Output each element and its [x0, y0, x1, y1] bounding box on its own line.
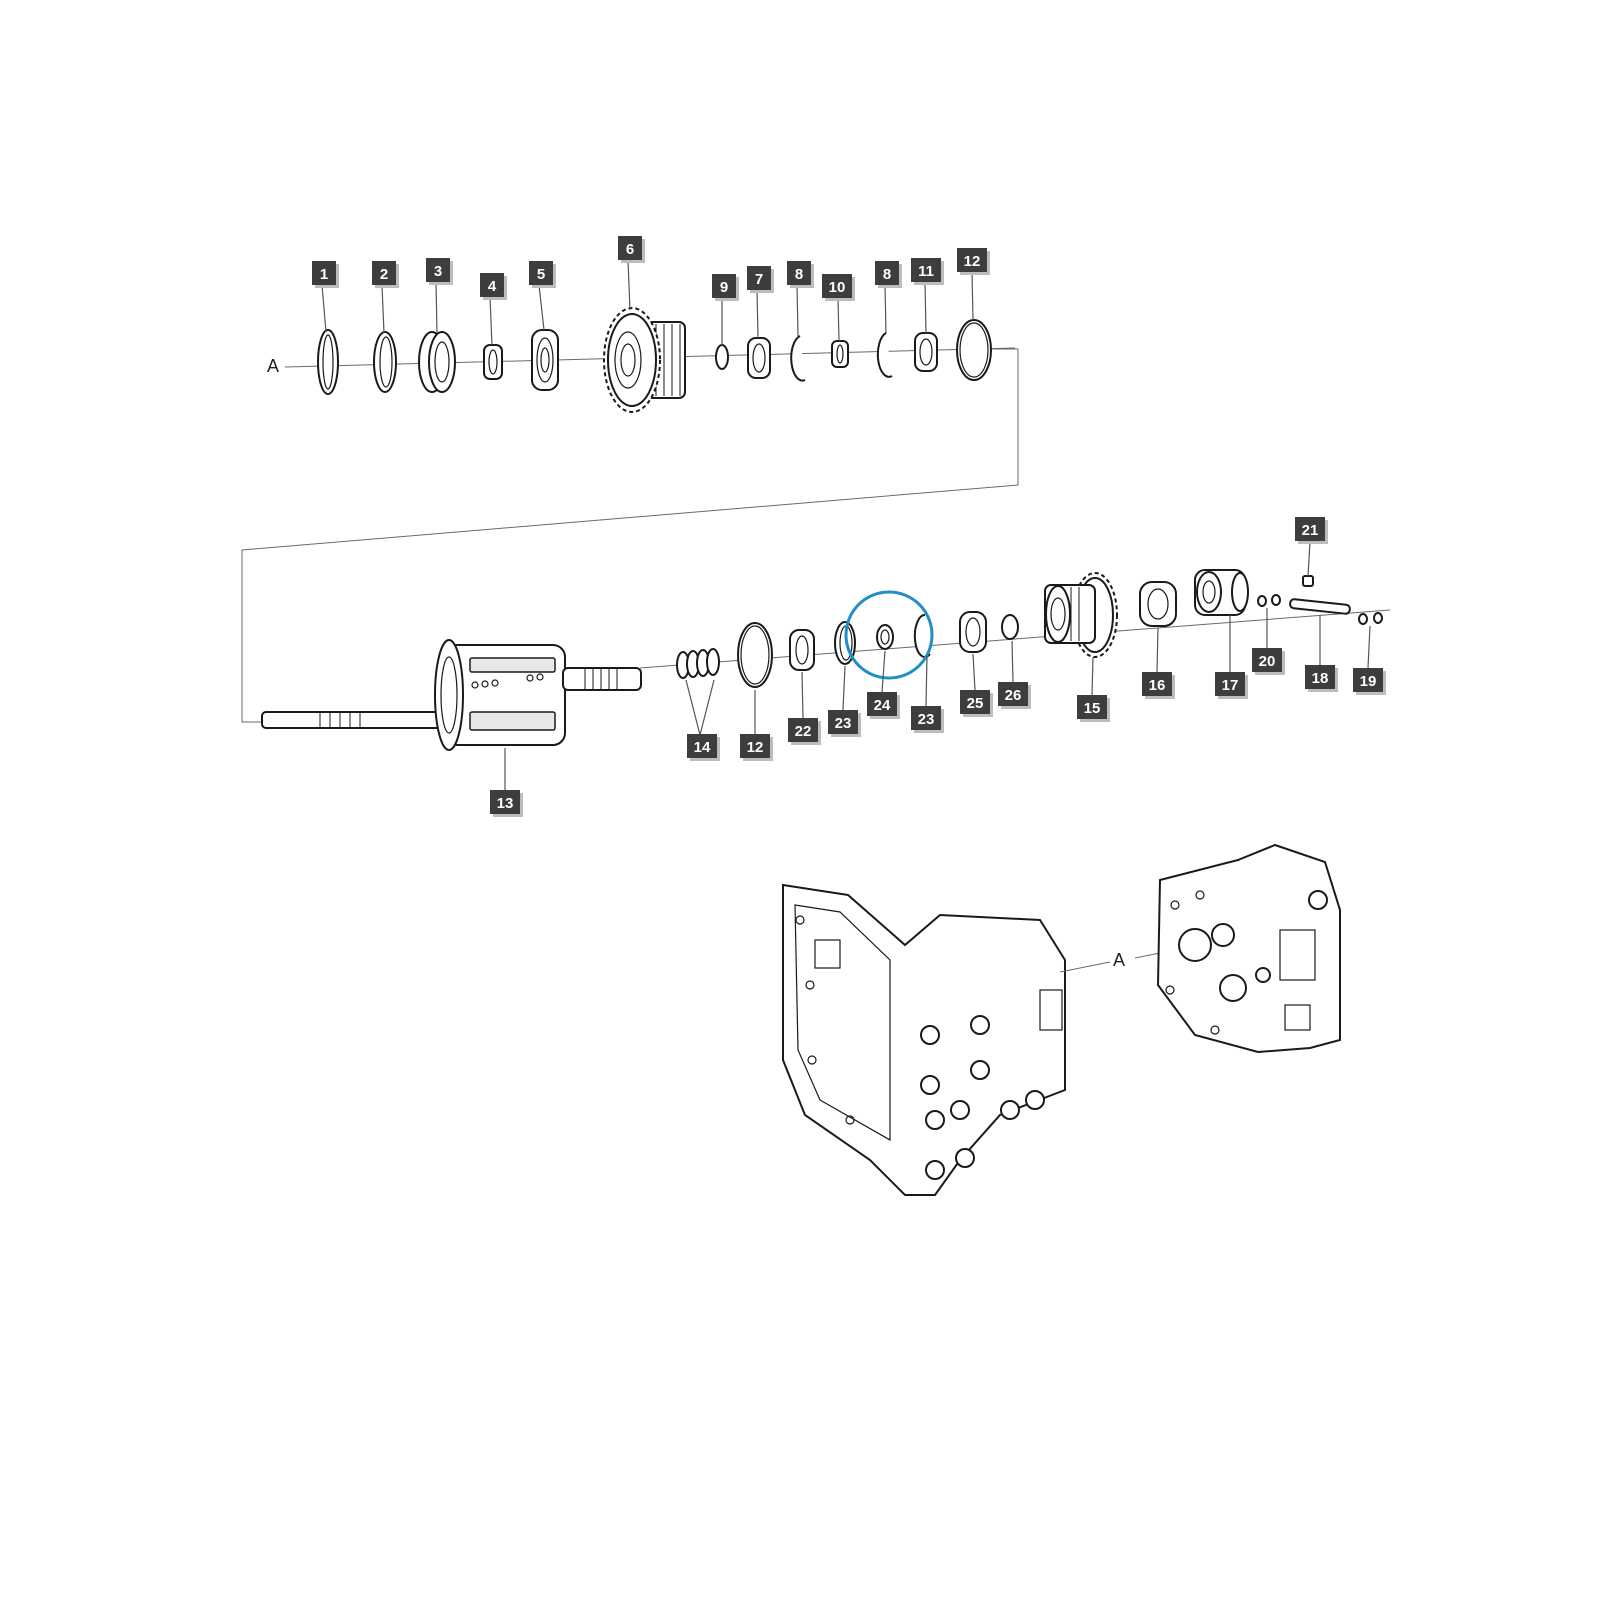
callout-1: 1	[312, 261, 339, 288]
callout-9: 9	[712, 274, 739, 301]
svg-text:25: 25	[967, 695, 984, 712]
part-12-o-ring-middle	[737, 622, 773, 688]
callout-20: 20	[1252, 648, 1285, 675]
svg-text:4: 4	[488, 278, 497, 295]
callout-3: 3	[426, 258, 453, 285]
callout-10: 10	[822, 274, 855, 301]
svg-text:7: 7	[755, 271, 763, 288]
svg-text:1: 1	[320, 266, 328, 283]
callout-22: 22	[788, 718, 821, 745]
svg-text:23: 23	[835, 715, 852, 732]
part-20-small-rings	[1257, 594, 1281, 607]
rear-housing	[1156, 843, 1341, 1054]
highlight-circle	[844, 590, 934, 680]
part-19-small-rings	[1358, 612, 1383, 625]
part-6-gear	[603, 307, 686, 413]
callout-5: 5	[529, 261, 556, 288]
callout-2: 2	[372, 261, 399, 288]
part-12-o-ring-top	[956, 319, 992, 381]
svg-text:15: 15	[1084, 700, 1101, 717]
svg-text:2: 2	[380, 266, 388, 283]
svg-text:8: 8	[795, 266, 803, 283]
part-4-bushing	[483, 344, 503, 380]
svg-text:24: 24	[874, 697, 891, 714]
svg-text:26: 26	[1005, 687, 1022, 704]
callout-8-b: 8	[875, 261, 902, 288]
part-13-clutch-shaft	[261, 639, 642, 751]
svg-text:12: 12	[747, 739, 764, 756]
svg-text:13: 13	[497, 795, 514, 812]
part-7-bearing	[747, 337, 771, 379]
callout-14: 14	[687, 734, 720, 761]
callout-24: 24	[867, 692, 900, 719]
callout-12-b: 12	[740, 734, 773, 761]
part-14-seal-rings	[676, 648, 720, 679]
middle-row-assembly	[261, 569, 1391, 751]
part-5-bearing	[531, 329, 559, 391]
part-24-spacer	[876, 624, 894, 650]
callout-8-a: 8	[787, 261, 814, 288]
svg-text:18: 18	[1312, 670, 1329, 687]
part-25-bearing	[959, 611, 987, 653]
callout-16: 16	[1142, 672, 1175, 699]
callout-13: 13	[490, 790, 523, 817]
callout-26: 26	[998, 682, 1031, 709]
svg-text:23: 23	[918, 711, 935, 728]
svg-text:12: 12	[964, 253, 981, 270]
callout-7: 7	[747, 266, 774, 293]
svg-text:11: 11	[918, 263, 934, 280]
part-16-bearing	[1139, 581, 1177, 627]
reference-mark-a-top: A	[267, 356, 279, 376]
callout-4: 4	[480, 273, 507, 300]
svg-text:17: 17	[1222, 677, 1239, 694]
callout-6: 6	[618, 236, 645, 263]
svg-text:21: 21	[1302, 522, 1319, 539]
callout-17: 17	[1215, 672, 1248, 699]
callout-21: 21	[1295, 517, 1328, 544]
callout-12-a: 12	[957, 248, 990, 275]
svg-text:22: 22	[795, 723, 812, 740]
svg-text:20: 20	[1259, 653, 1276, 670]
svg-text:8: 8	[883, 266, 891, 283]
part-1-snap-ring	[317, 329, 339, 395]
svg-text:6: 6	[626, 241, 634, 258]
assembly-connector-line	[241, 348, 1019, 723]
transmission-housing: A	[782, 843, 1341, 1196]
callout-18: 18	[1305, 665, 1338, 692]
part-11-bearing	[914, 332, 938, 372]
front-housing	[782, 883, 1066, 1196]
part-9-small-ring	[715, 344, 729, 370]
svg-text:3: 3	[434, 263, 442, 280]
callout-19: 19	[1353, 668, 1386, 695]
part-8-snap-ring-b	[876, 332, 893, 378]
svg-text:19: 19	[1360, 673, 1377, 690]
part-15-gear	[1044, 572, 1118, 658]
svg-text:5: 5	[537, 266, 545, 283]
callout-23-a: 23	[828, 710, 861, 737]
part-3-bearing	[418, 331, 456, 393]
callout-11: 11	[911, 258, 944, 285]
callout-25: 25	[960, 690, 993, 717]
callout-23-b: 23	[911, 706, 944, 733]
part-21-plug	[1302, 575, 1314, 587]
top-row-assembly: A	[241, 307, 1019, 723]
callout-labels: 1 2 3 4 5 6 9	[312, 236, 1386, 817]
part-8-snap-ring-a	[790, 335, 806, 382]
svg-text:10: 10	[829, 279, 846, 296]
part-26-ring	[1001, 614, 1019, 640]
part-2-ring	[373, 331, 397, 393]
svg-text:14: 14	[694, 739, 711, 756]
part-17-hub	[1194, 569, 1249, 616]
svg-text:16: 16	[1149, 677, 1166, 694]
part-18-pin	[1289, 598, 1351, 615]
housing-reference-line	[1059, 961, 1111, 973]
reference-mark-a-housing: A	[1113, 950, 1125, 970]
part-22-bearing	[789, 629, 815, 671]
part-10-bushing	[831, 340, 849, 368]
svg-text:9: 9	[720, 279, 728, 296]
callout-15: 15	[1077, 695, 1110, 722]
